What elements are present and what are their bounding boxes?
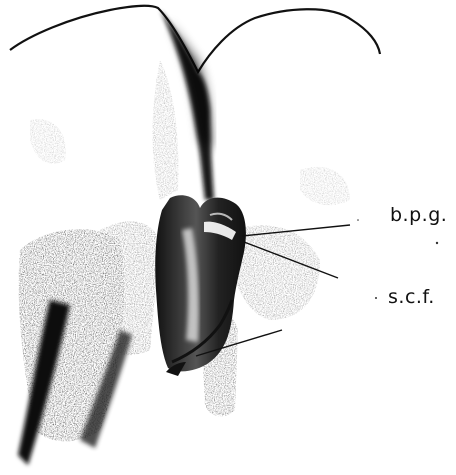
label-bpg: b.p.g. [390,204,447,226]
label-scf: s.c.f. [388,286,435,308]
